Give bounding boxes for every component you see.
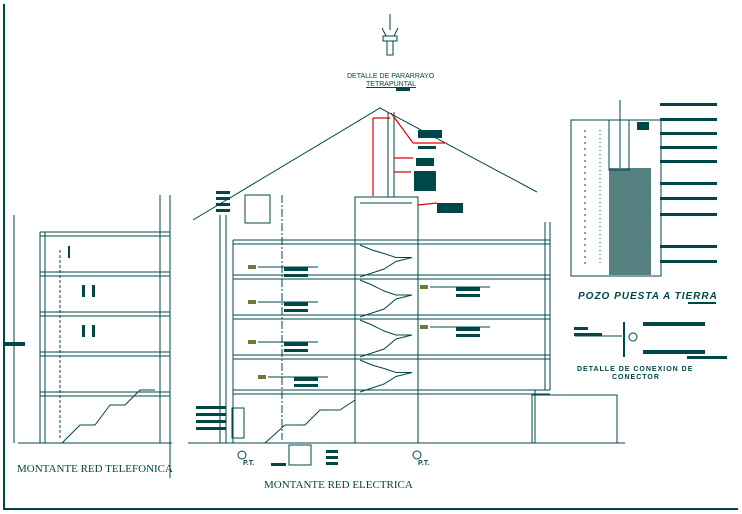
lightning-rod-detail (381, 14, 410, 91)
label-block (456, 294, 480, 297)
label-block (294, 377, 318, 381)
stair-flight (359, 294, 413, 318)
fixture-icon (420, 285, 428, 289)
electrica-riser-section (188, 107, 625, 466)
pararrayo-subtitle: TETRAPUNTAL (366, 81, 417, 88)
label-block (456, 327, 480, 331)
telefonica-riser-section (3, 195, 172, 478)
pozo-puesta-tierra-detail (570, 100, 717, 304)
label-block (284, 267, 308, 271)
ground-label: P.T. (418, 460, 430, 467)
stair-flight (359, 372, 413, 393)
stair-flight (359, 257, 413, 278)
fixture-icon (258, 375, 266, 379)
fixture-icon (248, 265, 256, 269)
stair-flight (359, 334, 413, 358)
conexion-title: DETALLE DE CONEXION DE (577, 366, 694, 373)
label-block (284, 309, 308, 312)
label-block (456, 287, 480, 291)
label-block (284, 302, 308, 306)
label-block (284, 342, 308, 346)
electrica-title: MONTANTE RED ELECTRICA (264, 479, 413, 491)
label-block (294, 384, 318, 387)
conexion-subtitle: CONECTOR (612, 374, 660, 381)
fixture-icon (248, 340, 256, 344)
label-block (284, 349, 308, 352)
label-block (456, 334, 480, 337)
ground-label: P.T. (243, 460, 255, 467)
stair-flight (359, 319, 412, 336)
fixture-icon (420, 325, 428, 329)
pozo-title: POZO PUESTA A TIERRA (578, 291, 718, 302)
pararrayo-title: DETALLE DE PARARRAYO (347, 73, 435, 80)
fixture-icon (248, 300, 256, 304)
conector-detail (574, 322, 727, 359)
label-block (284, 274, 308, 277)
telefonica-title: MONTANTE RED TELEFONICA (17, 463, 173, 475)
stair-flight (359, 279, 412, 296)
stair-flight (359, 244, 412, 258)
sheet-border (3, 4, 738, 510)
ground-well-icon (412, 450, 422, 460)
stair-flight (359, 359, 412, 373)
ground-well-icon (237, 450, 247, 460)
